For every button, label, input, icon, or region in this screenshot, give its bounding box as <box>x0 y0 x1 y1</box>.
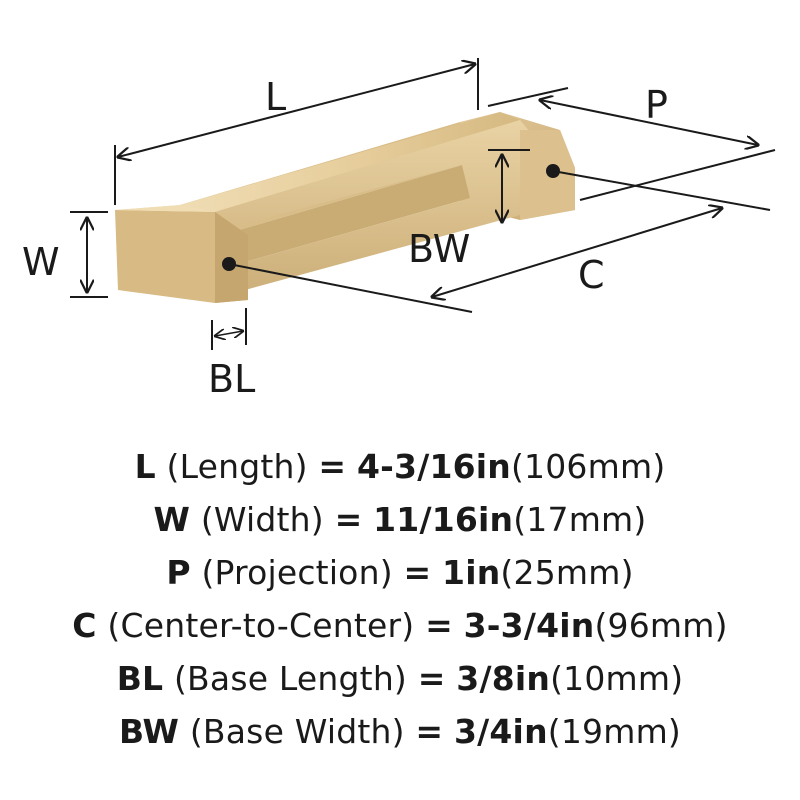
spec-symbol: P <box>166 553 191 592</box>
spec-name: (Base Width) <box>189 712 405 751</box>
spec-line: C (Center-to-Center) = 3-3/4in(96mm) <box>0 599 800 652</box>
base-length-label: BL <box>208 357 255 401</box>
spec-value: 11/16in <box>373 500 514 539</box>
center-label: C <box>578 253 605 297</box>
spec-line: L (Length) = 4-3/16in(106mm) <box>0 440 800 493</box>
projection-label: P <box>645 83 668 127</box>
spec-name: (Width) <box>200 500 324 539</box>
spec-symbol: C <box>72 606 97 645</box>
center-line-far <box>552 170 771 211</box>
spec-value: 3-3/4in <box>463 606 595 645</box>
spec-name: (Center-to-Center) <box>107 606 415 645</box>
length-label: L <box>265 75 286 119</box>
cabinet-pull-dimension-diagram: L W P BW C BL <box>22 58 776 401</box>
length-dimension-arrow <box>118 64 475 157</box>
center-dimension-arrow <box>432 208 722 297</box>
spec-value: 4-3/16in <box>356 447 511 486</box>
projection-extension-a <box>487 87 569 107</box>
specification-list: L (Length) = 4-3/16in(106mm)W (Width) = … <box>0 440 800 758</box>
spec-equals: = <box>417 659 446 698</box>
spec-equals: = <box>425 606 453 645</box>
spec-equals: = <box>334 500 363 539</box>
pull-near-end-front <box>115 210 248 303</box>
pull-channel-floor <box>205 165 470 262</box>
spec-line: P (Projection) = 1in(25mm) <box>0 546 800 599</box>
projection-extension-b <box>579 149 776 201</box>
spec-metric: (25mm) <box>500 553 634 592</box>
spec-value: 3/4in <box>453 712 548 751</box>
center-line-near <box>228 263 473 313</box>
base-width-label: BW <box>408 227 470 271</box>
spec-value: 3/8in <box>456 659 551 698</box>
spec-metric: (10mm) <box>550 659 684 698</box>
spec-line: BL (Base Length) = 3/8in(10mm) <box>0 652 800 705</box>
spec-symbol: BW <box>118 712 180 751</box>
spec-symbol: BL <box>116 659 164 698</box>
spec-equals: = <box>415 712 444 751</box>
projection-dimension-arrow <box>540 100 758 145</box>
spec-metric: (106mm) <box>510 447 666 486</box>
spec-value: 1in <box>442 553 501 592</box>
spec-name: (Projection) <box>201 553 393 592</box>
pull-near-end-top <box>115 205 215 212</box>
spec-symbol: W <box>153 500 191 539</box>
spec-metric: (17mm) <box>513 500 647 539</box>
spec-name: (Base Length) <box>173 659 408 698</box>
spec-line: BW (Base Width) = 3/4in(19mm) <box>0 705 800 758</box>
spec-line: W (Width) = 11/16in(17mm) <box>0 493 800 546</box>
spec-symbol: L <box>134 447 156 486</box>
spec-equals: = <box>403 553 432 592</box>
spec-equals: = <box>318 447 347 486</box>
base-length-dimension-arrow <box>215 331 243 336</box>
pull-front-face <box>215 120 545 290</box>
spec-metric: (96mm) <box>594 606 728 645</box>
width-label: W <box>22 240 60 284</box>
spec-metric: (19mm) <box>547 712 681 751</box>
spec-name: (Length) <box>166 447 308 486</box>
